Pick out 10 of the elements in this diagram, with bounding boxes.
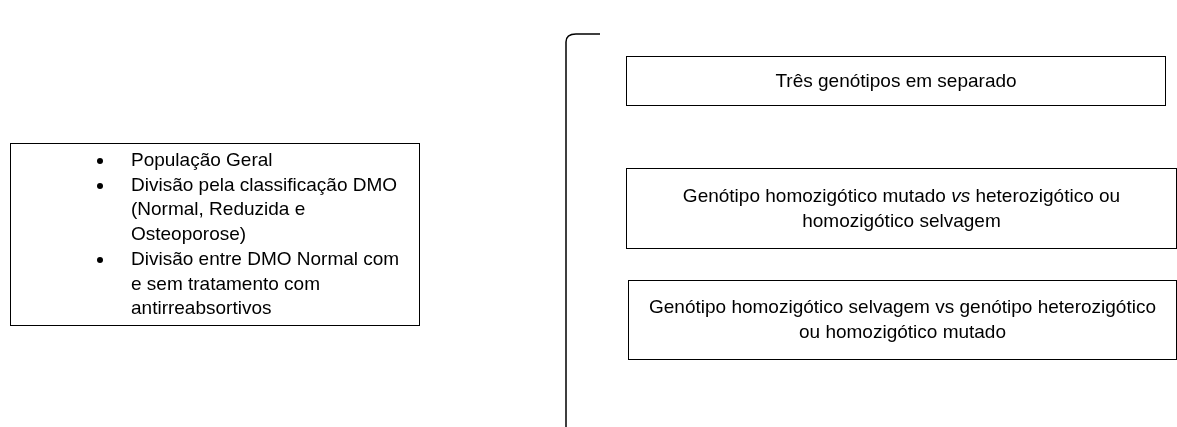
text-box <box>628 280 1177 360</box>
text-box <box>626 56 1166 106</box>
box-text: Três genótipos em separado <box>774 68 1018 93</box>
text-box <box>10 143 420 326</box>
bullet-item: Divisão pela classificação DMO (Normal, Reduzida e Osteoporose) <box>131 173 398 245</box>
box-text: Genótipo homozigótico mutado vs heterozigótico ou homozigótico selvagem <box>681 183 1122 233</box>
box-text: Genótipo homozigótico selvagem vs genótipo heterozigótico ou homozigótico mutado <box>648 295 1157 344</box>
bullet-item: População Geral <box>131 149 273 171</box>
text-box <box>626 168 1177 249</box>
bullet-item: Divisão entre DMO Normal com e sem tratamento com antirreabsortivos <box>131 247 400 319</box>
